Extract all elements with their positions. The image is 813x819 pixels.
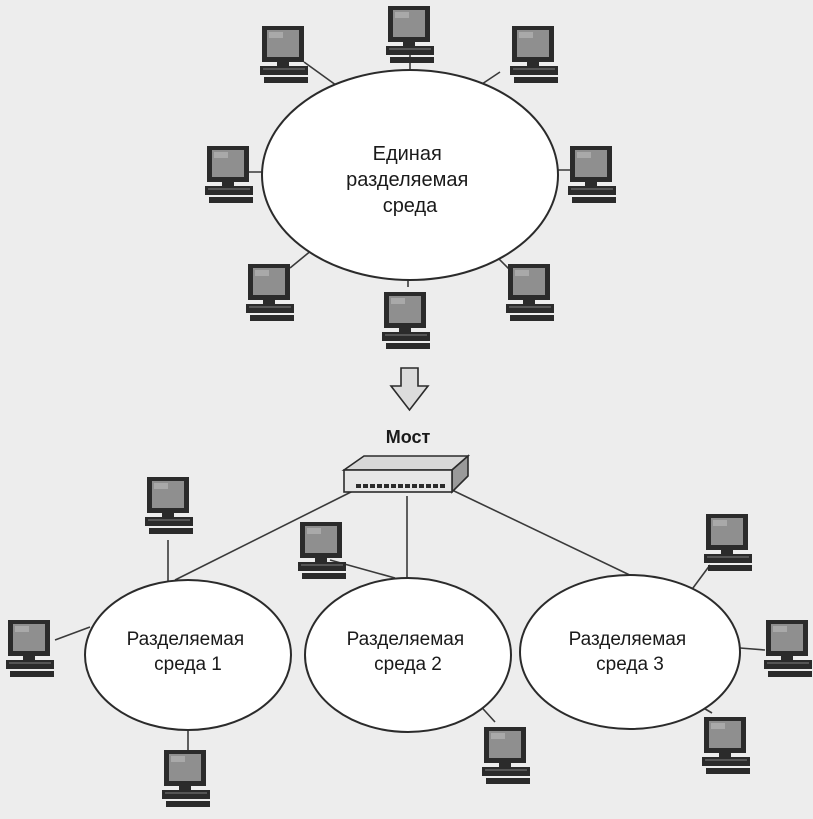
bottom-links bbox=[54, 489, 766, 750]
segment-label-1: Разделяемая среда 1 bbox=[127, 629, 250, 675]
computer-icon bbox=[704, 514, 752, 571]
shared-medium-ellipse bbox=[261, 69, 559, 281]
segment-label-3: Разделяемая среда 3 bbox=[569, 629, 692, 675]
computer-icon bbox=[386, 6, 434, 63]
computer-icon bbox=[702, 717, 750, 774]
computer-icon bbox=[568, 146, 616, 203]
bridge-label: Мост bbox=[386, 427, 431, 447]
computer-icon bbox=[260, 26, 308, 83]
segment-ellipse-1 bbox=[84, 579, 292, 731]
computer-icon bbox=[510, 26, 558, 83]
computer-icon bbox=[145, 477, 193, 534]
computer-icon bbox=[482, 727, 530, 784]
segment-label-2: Разделяемая среда 2 bbox=[347, 629, 470, 675]
computer-icon bbox=[506, 264, 554, 321]
computer-icon bbox=[298, 522, 346, 579]
computer-icon bbox=[205, 146, 253, 203]
computer-icon bbox=[382, 292, 430, 349]
segment-ellipse-3 bbox=[519, 574, 741, 730]
computer-icon bbox=[764, 620, 812, 677]
shared-medium-label: Единая разделяемая среда bbox=[346, 143, 474, 217]
arrow-down-icon bbox=[389, 367, 430, 412]
computer-icon bbox=[6, 620, 54, 677]
computer-icon bbox=[246, 264, 294, 321]
bridge-device-icon bbox=[341, 454, 471, 494]
segment-ellipse-2 bbox=[304, 577, 512, 733]
computer-icon bbox=[162, 750, 210, 807]
